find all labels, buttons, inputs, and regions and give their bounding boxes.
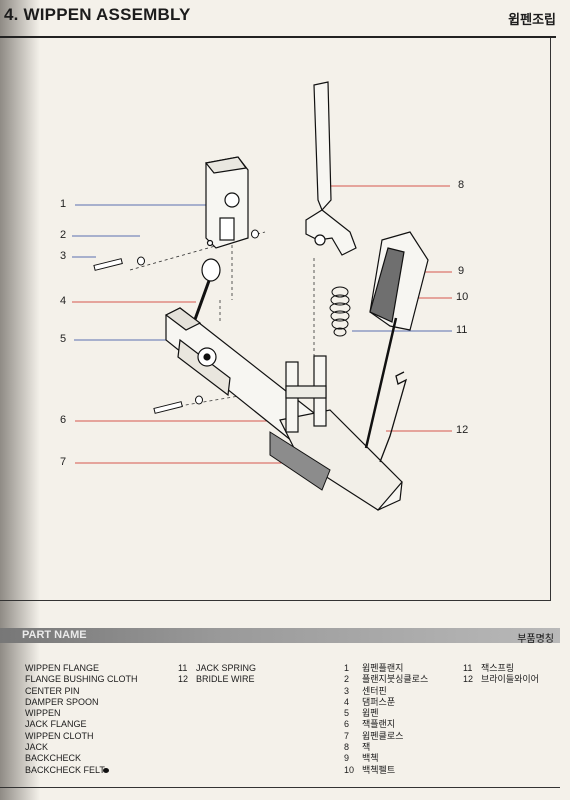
part-name: WIPPEN FLANGE <box>25 663 100 673</box>
callout-9: 9 <box>458 265 465 277</box>
part-name: BACKCHECK FELT <box>25 764 105 775</box>
part-name: WIPPEN CLOTH <box>25 730 94 741</box>
part-name: FLANGE BUSHING CLOTH <box>25 674 138 685</box>
part-name: CENTER PIN <box>25 685 80 696</box>
parts-list-english-b: 11 JACK SPRING 12 BRIDLE WIRE <box>178 663 256 686</box>
part-name: 브라이들와이어 <box>481 674 539 685</box>
part-name: WIPPEN <box>25 708 61 719</box>
part-name: 윕펜 <box>362 708 379 719</box>
callout-11: 11 <box>456 324 468 336</box>
lower-pin-part <box>153 395 203 414</box>
part-number: 11 <box>178 663 188 673</box>
jack-flange-part <box>285 355 327 433</box>
callout-6: 6 <box>60 414 67 426</box>
list-item: CENTER PIN <box>25 686 138 697</box>
part-number: 1 <box>344 663 350 673</box>
part-name: BRIDLE WIRE <box>196 674 255 685</box>
part-number: 8 <box>344 742 350 753</box>
list-item: FLANGE BUSHING CLOTH <box>25 674 138 685</box>
center-pin-part <box>93 229 259 271</box>
list-item: WIPPEN FLANGE <box>25 663 138 674</box>
callout-1: 1 <box>60 198 67 210</box>
part-name: BACKCHECK <box>25 753 82 764</box>
part-number: 10 <box>344 764 355 775</box>
part-name: 플랜지붓싱클로스 <box>362 674 429 685</box>
header-rule <box>0 36 556 38</box>
part-number: 12 <box>178 674 189 685</box>
callout-10: 10 <box>456 291 469 303</box>
list-item: 9 백첵 <box>344 753 428 764</box>
part-name: 센터핀 <box>362 685 387 696</box>
part-number: 7 <box>344 730 350 741</box>
part-number: 6 <box>344 719 350 730</box>
list-item: 7 윕펜클로스 <box>344 731 428 742</box>
part-name: 잭 <box>362 742 371 753</box>
wippen-flange-part <box>204 156 249 249</box>
callout-8: 8 <box>458 179 465 191</box>
backcheck-part <box>364 231 429 449</box>
list-item: JACK FLANGE <box>25 719 138 730</box>
parts-title: PART NAME <box>22 629 87 641</box>
list-item: 11 잭스프링 <box>463 663 539 674</box>
part-name: JACK SPRING <box>196 663 257 673</box>
parts-title-korean: 부품명칭 <box>517 634 554 645</box>
list-item: 3 센터핀 <box>344 686 428 697</box>
damper-spoon-part <box>191 258 221 326</box>
list-item: WIPPEN CLOTH <box>25 731 138 742</box>
callout-3: 3 <box>60 250 67 262</box>
list-item: 6 잭플랜지 <box>344 719 428 730</box>
callout-7: 7 <box>60 456 67 468</box>
part-name: 댐퍼스푼 <box>362 696 396 707</box>
list-item: 4 댐퍼스푼 <box>344 697 428 708</box>
callout-5: 5 <box>60 333 67 345</box>
parts-list-english-a: WIPPEN FLANGE FLANGE BUSHING CLOTH CENTE… <box>25 663 138 776</box>
part-number: 11 <box>463 663 473 673</box>
part-name: 백첵 <box>362 753 379 764</box>
wippen-cloth-part <box>269 431 331 491</box>
callout-2: 2 <box>60 229 67 241</box>
list-item: 5 윕펜 <box>344 708 428 719</box>
part-name: 잭스프링 <box>481 663 515 673</box>
part-name: JACK <box>25 742 49 753</box>
ink-dot <box>103 768 109 773</box>
parts-list-korean-a: 1 윕펜플랜지 2 플랜지붓싱클로스 3 센터핀 4 댐퍼스푼 5 윕펜 6 잭플랜지 7 윕… <box>344 663 428 776</box>
part-name: 백첵펠트 <box>362 764 396 775</box>
part-number: 5 <box>344 708 350 719</box>
callout-4: 4 <box>60 295 67 307</box>
list-item: 2 플랜지붓싱클로스 <box>344 674 428 685</box>
part-number: 3 <box>344 685 350 696</box>
part-name: JACK FLANGE <box>25 719 87 730</box>
part-number: 4 <box>344 696 350 707</box>
list-item: 1 윕펜플랜지 <box>344 663 428 674</box>
part-name: DAMPER SPOON <box>25 696 99 707</box>
parts-list-korean-b: 11 잭스프링 12 브라이들와이어 <box>463 663 539 686</box>
page-title: 4. WIPPEN ASSEMBLY <box>4 5 191 24</box>
part-number: 12 <box>463 674 474 685</box>
wippen-body-part <box>164 307 403 511</box>
list-item: JACK <box>25 742 138 753</box>
bottom-rule <box>0 787 560 788</box>
bridle-wire-part <box>379 371 408 463</box>
list-item: WIPPEN <box>25 708 138 719</box>
list-item: 12 브라이들와이어 <box>463 674 539 685</box>
diagram-frame <box>0 38 551 601</box>
part-number: 9 <box>344 753 350 764</box>
list-item: BACKCHECK FELT <box>25 765 138 776</box>
part-name: 윕펜클로스 <box>362 730 404 741</box>
jack-spring-part <box>329 286 351 337</box>
page-title-korean: 윕펜조립 <box>508 12 556 27</box>
list-item: 11 JACK SPRING <box>178 663 256 674</box>
parts-header-bar <box>0 628 560 643</box>
callout-12: 12 <box>456 424 469 436</box>
list-item: BACKCHECK <box>25 753 138 764</box>
part-name: 잭플랜지 <box>362 719 396 730</box>
part-name: 윕펜플랜지 <box>362 663 404 673</box>
list-item: 10 백첵펠트 <box>344 765 428 776</box>
jack-part <box>305 81 357 256</box>
part-number: 2 <box>344 674 350 685</box>
list-item: DAMPER SPOON <box>25 697 138 708</box>
list-item: 12 BRIDLE WIRE <box>178 674 256 685</box>
